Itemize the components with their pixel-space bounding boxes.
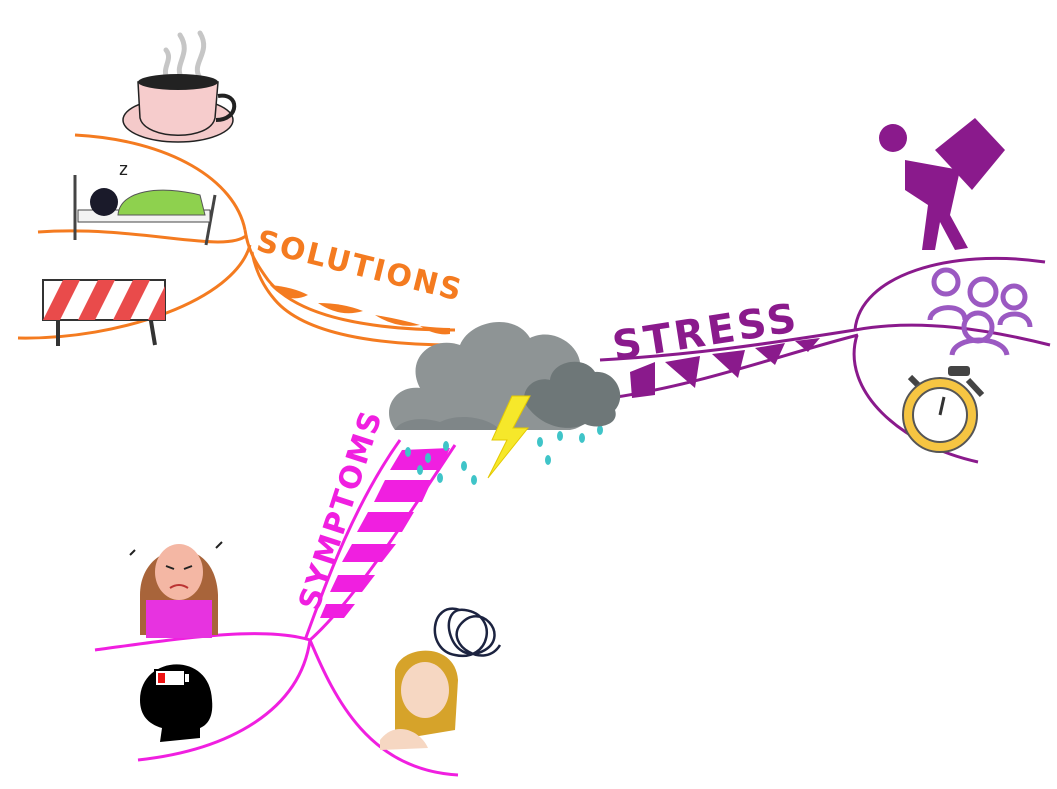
svg-text:z: z <box>118 159 129 180</box>
heavy-load-icon <box>879 118 1005 250</box>
storm-cloud-icon <box>389 321 621 485</box>
coffee-cup-icon <box>122 30 237 143</box>
barrier-icon <box>42 279 166 346</box>
sleeping-in-bed-icon: z <box>73 159 217 246</box>
low-battery-head-icon <box>140 664 213 742</box>
tangled-thoughts-woman-icon <box>380 607 502 750</box>
people-group-icon <box>927 267 1033 356</box>
frustrated-woman-icon <box>129 541 223 638</box>
symptoms-branch <box>94 439 459 777</box>
stopwatch-icon <box>902 366 985 453</box>
stress-branch <box>599 256 1051 464</box>
